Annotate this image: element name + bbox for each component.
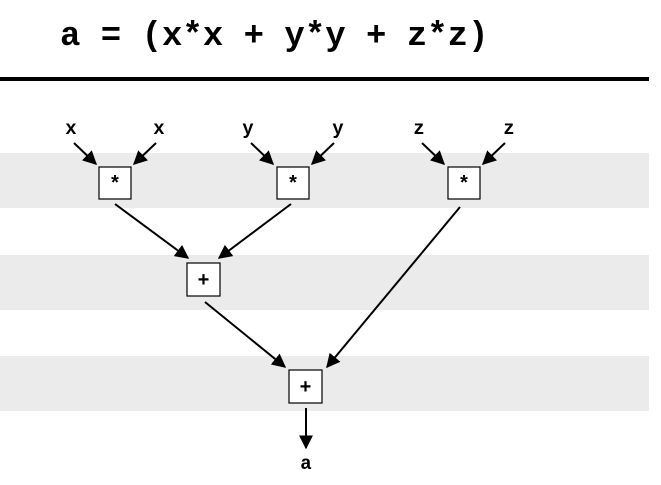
edge-z2-to-mul — [481, 142, 506, 165]
edge-y2-to-mul — [310, 142, 335, 165]
add-operator-final: + — [299, 377, 311, 400]
edge-add-to-final-add — [204, 301, 287, 368]
edge-mulz-to-final-add — [326, 206, 461, 369]
edge-mulx-to-add — [114, 203, 190, 259]
expression-title: a = (x*x + y*y + z*z) — [60, 18, 489, 56]
multiply-operator-z: * — [458, 174, 470, 197]
input-x-left: x — [65, 118, 76, 140]
multiply-operator-y: * — [287, 174, 299, 197]
edge-muly-to-add — [217, 203, 292, 259]
level-band-add-2 — [0, 356, 649, 411]
input-z-left: z — [413, 118, 424, 140]
multiply-node-y: * — [276, 166, 310, 200]
level-band-add-1 — [0, 255, 649, 310]
input-x-right: x — [153, 118, 164, 140]
edge-z1-to-mul — [421, 142, 446, 165]
multiply-node-z: * — [447, 166, 481, 200]
input-y-right: y — [332, 118, 344, 140]
edge-x1-to-mul — [73, 142, 98, 165]
multiply-operator-x: * — [109, 174, 121, 197]
output-a: a — [300, 453, 311, 475]
add-node-xy: + — [186, 262, 221, 297]
edge-y1-to-mul — [250, 142, 275, 165]
add-operator-xy: + — [197, 270, 209, 293]
input-y-left: y — [242, 118, 254, 140]
title-divider — [0, 77, 649, 81]
input-z-right: z — [503, 118, 514, 140]
edge-x2-to-mul — [132, 142, 157, 165]
multiply-node-x: * — [98, 166, 132, 200]
add-node-final: + — [288, 369, 323, 404]
